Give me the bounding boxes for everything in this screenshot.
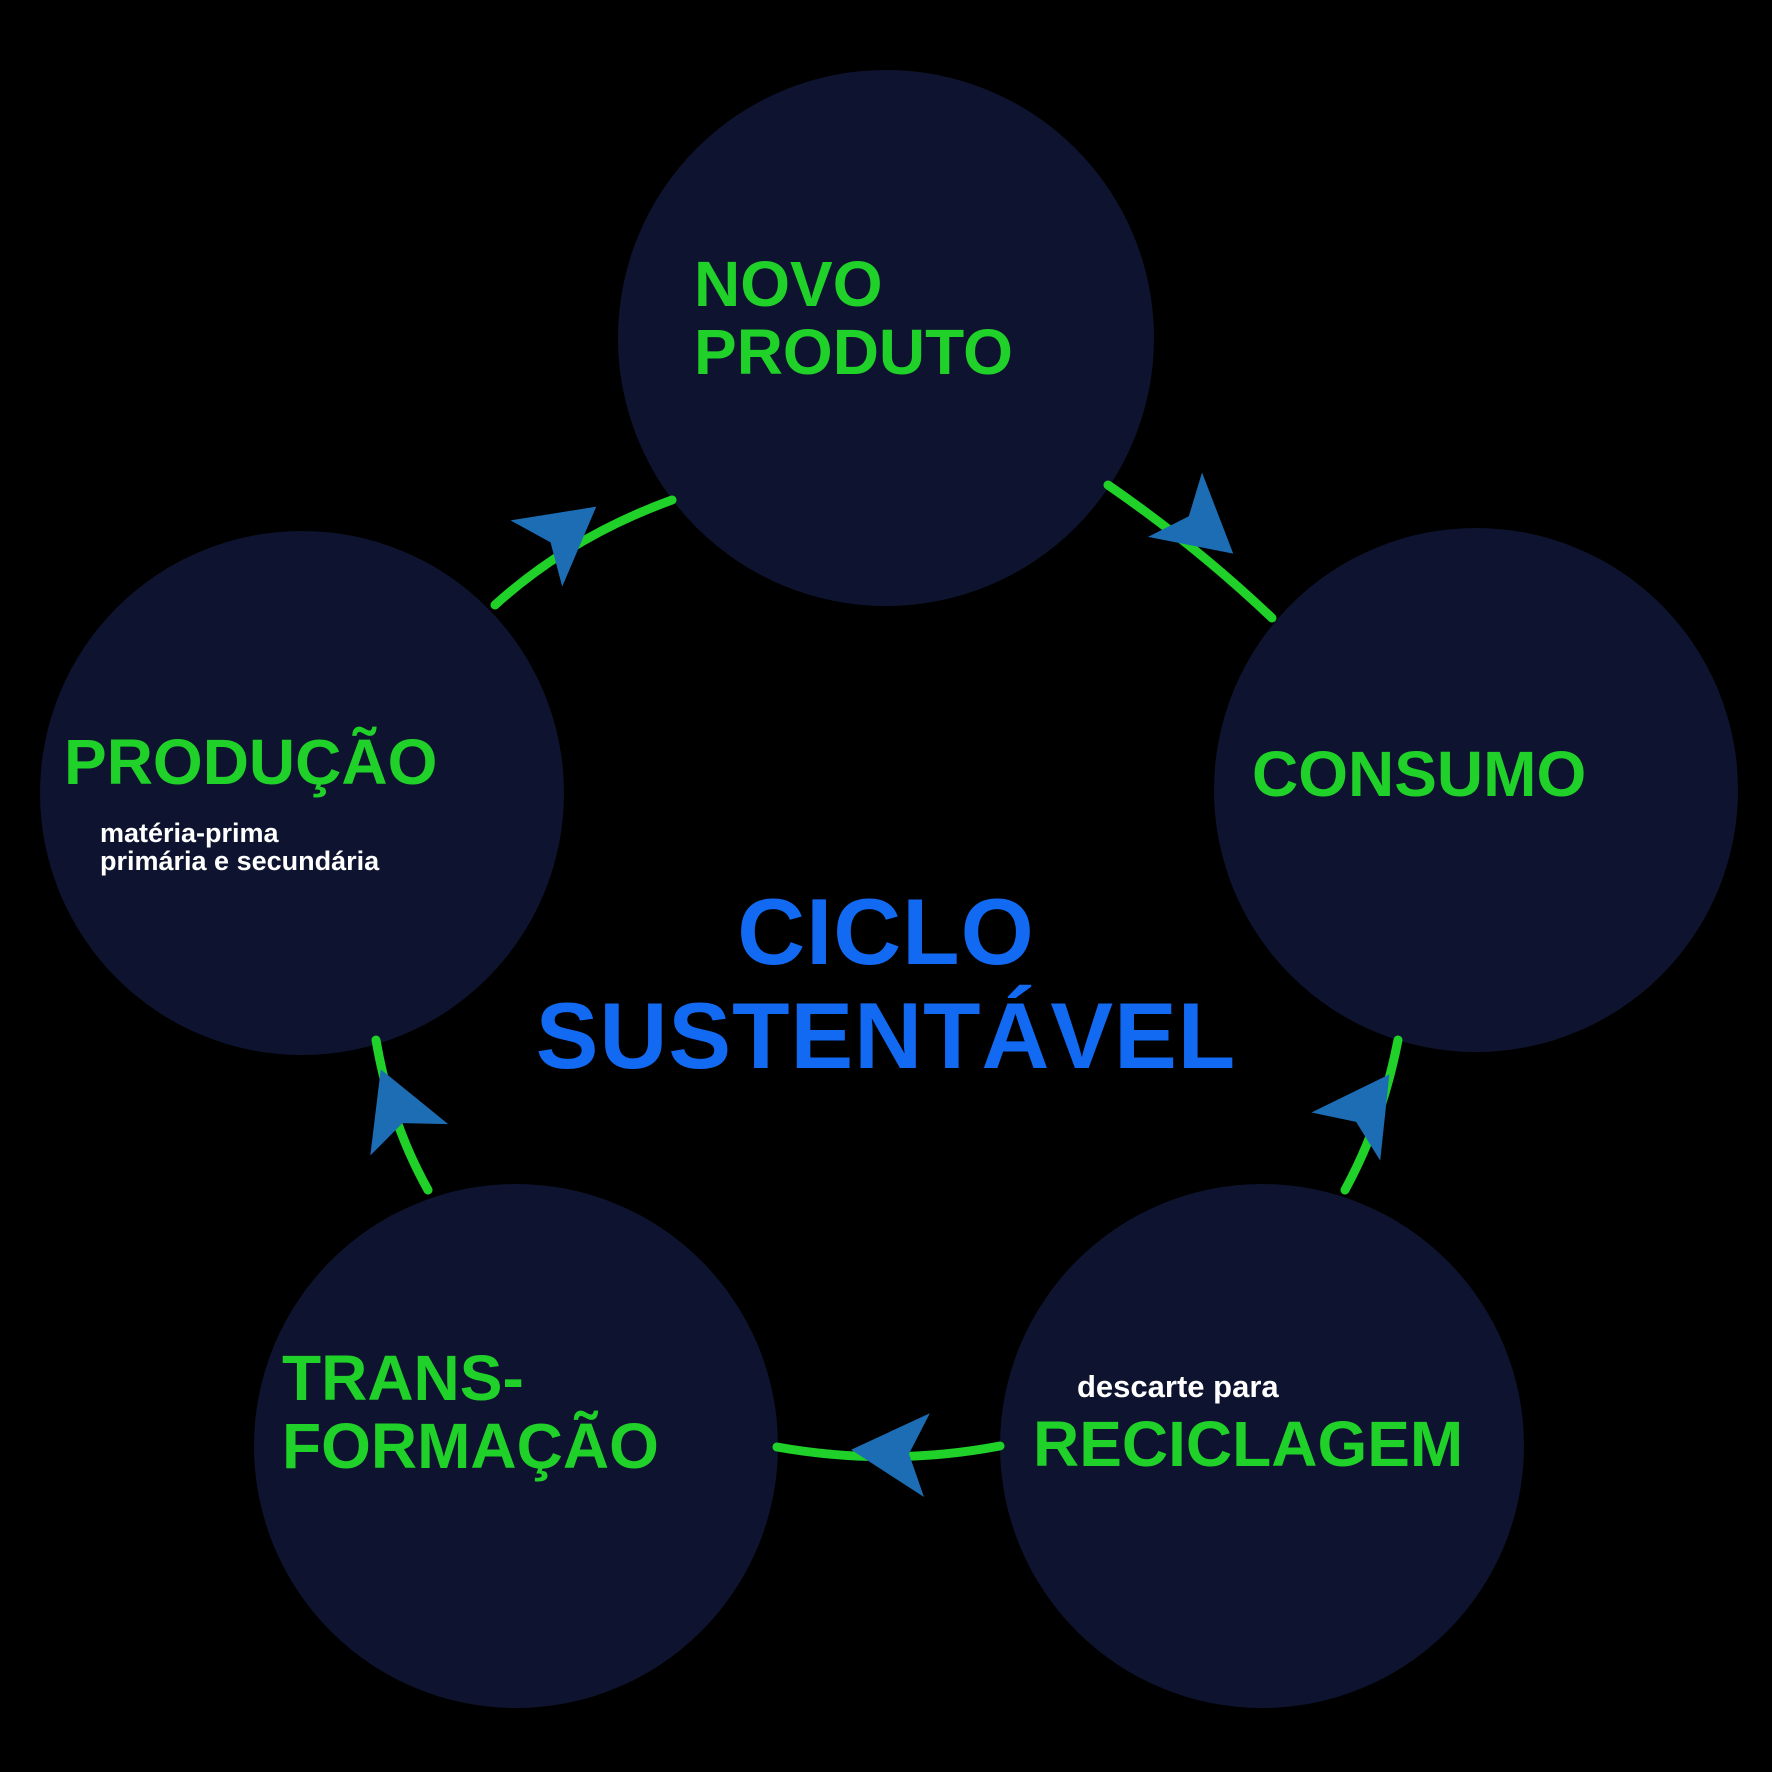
- node-label-novo-produto: NOVO PRODUTO: [694, 250, 1013, 386]
- arrow-head-reciclagem-to-consumo: [1311, 1074, 1390, 1161]
- node-label-transformacao: TRANS- FORMAÇÃO: [282, 1344, 659, 1480]
- diagram-title: CICLO SUSTENTÁVEL: [0, 880, 1772, 1088]
- node-circle-reciclagem: [1000, 1184, 1524, 1708]
- node-label-producao: PRODUÇÃO: [64, 726, 438, 798]
- node-circle-novo-produto: [618, 70, 1154, 606]
- node-label-transformacao-line2: FORMAÇÃO: [282, 1410, 659, 1482]
- arrow-head-novo-produto-to-consumo: [1148, 472, 1234, 554]
- node-circle-consumo: [1214, 528, 1738, 1052]
- node-circle-producao: [40, 531, 564, 1055]
- arrow-line-novo-produto-to-consumo: [1103, 480, 1277, 623]
- node-sublabel-producao: matéria-prima primária e secundária: [100, 819, 379, 875]
- arrow-head-producao-to-novo-produto: [510, 506, 597, 587]
- node-label-novo-produto-line2: PRODUTO: [694, 316, 1013, 388]
- node-label-transformacao-line1: TRANS-: [282, 1342, 524, 1414]
- node-sublabel-producao-line1: matéria-prima: [100, 818, 279, 848]
- diagram-title-line1: CICLO: [737, 879, 1035, 984]
- node-sublabel-producao-line2: primária e secundária: [100, 846, 380, 876]
- node-sublabel-reciclagem: descarte para: [1077, 1369, 1279, 1404]
- node-label-consumo: CONSUMO: [1252, 738, 1587, 810]
- node-label-novo-produto-line1: NOVO: [694, 248, 883, 320]
- arrow-head-transformacao-to-producao: [370, 1069, 449, 1156]
- node-label-reciclagem: RECICLAGEM: [1033, 1408, 1464, 1480]
- diagram-title-line2: SUSTENTÁVEL: [535, 983, 1237, 1088]
- node-circle-transformacao: [254, 1184, 778, 1708]
- arrow-head-reciclagem-to-transformacao: [851, 1413, 930, 1497]
